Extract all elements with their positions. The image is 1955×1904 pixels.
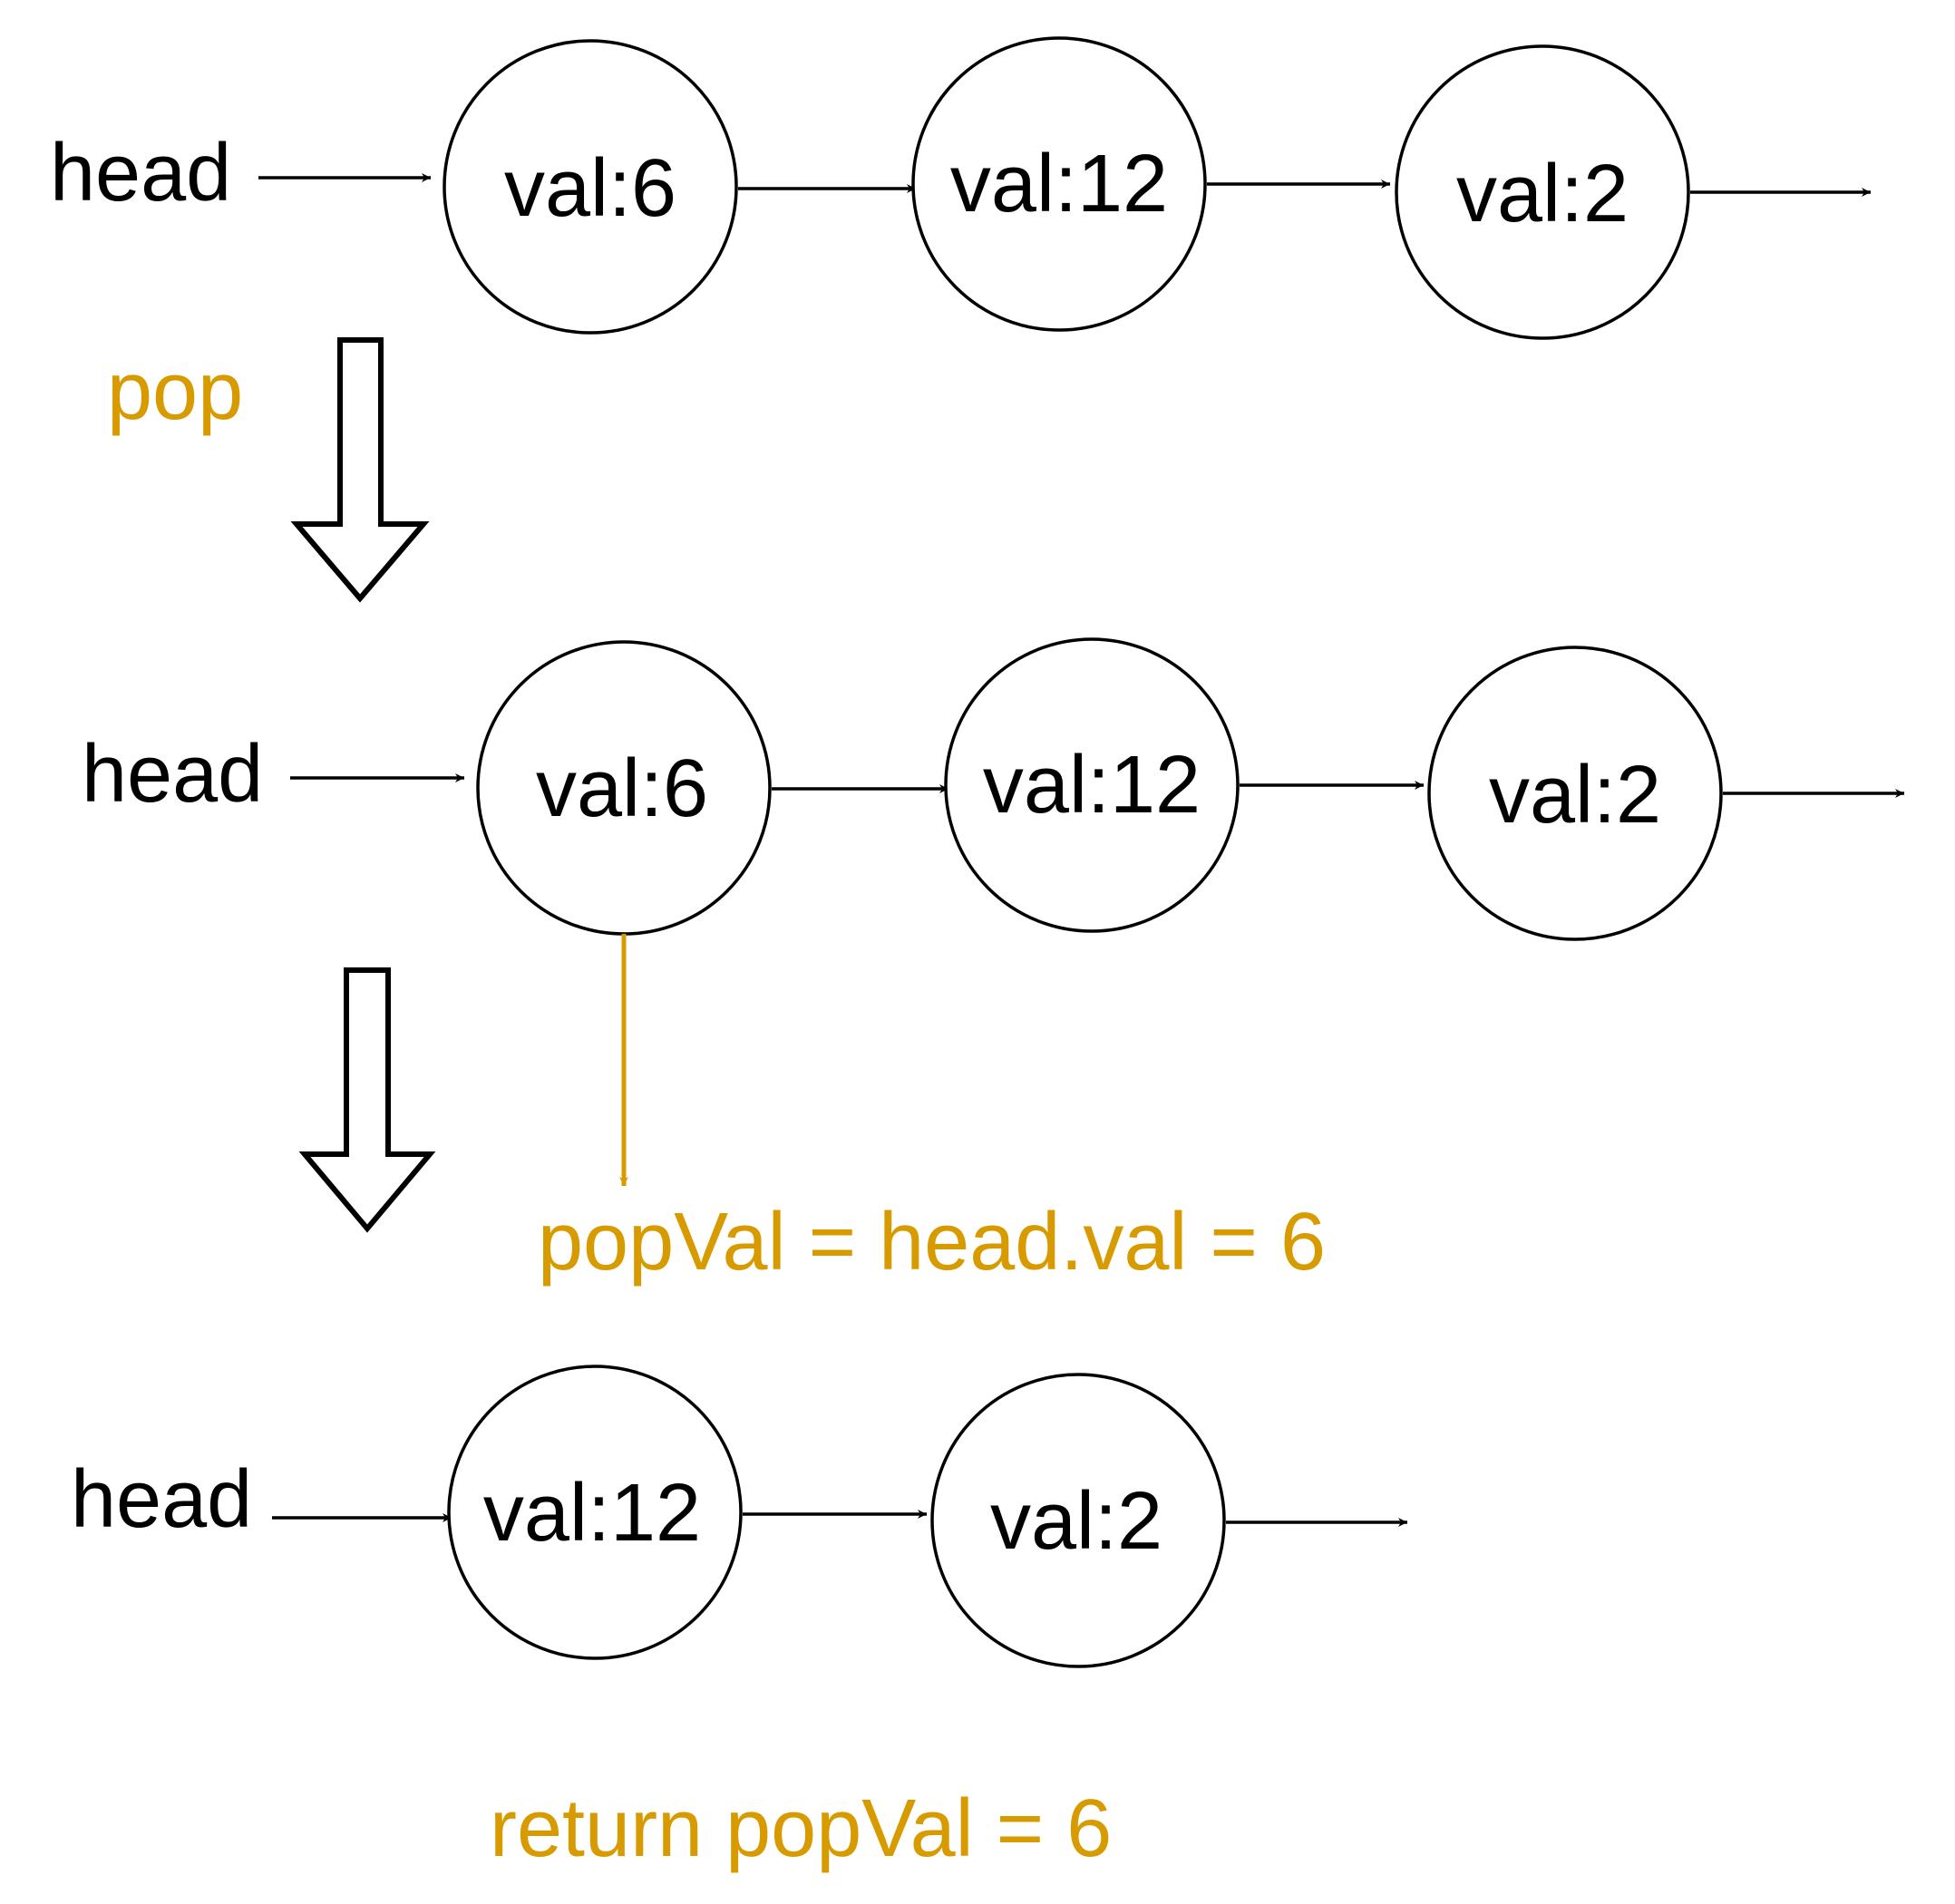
stage-1-node-3: [1395, 44, 1690, 340]
stage-2-node-2-label: val:12: [983, 740, 1201, 831]
stage-3-node-2-label: val:2: [990, 1476, 1162, 1567]
stage-3-node-2: [930, 1373, 1226, 1668]
pop-value-annotation: popVal = head.val = 6: [538, 1197, 1326, 1287]
transition-2-block-arrow: [298, 967, 436, 1233]
pop-operation-label: pop: [107, 346, 243, 437]
stage-2-list: head val:6 val:12 val:2: [82, 637, 1904, 941]
stage-1-node-1-label: val:6: [504, 143, 676, 234]
stage-3-node-1-label: val:12: [483, 1468, 701, 1559]
stage-2-node-2: [944, 637, 1240, 933]
transition-1-block-arrow: [290, 337, 430, 603]
stage-1-node-1: [443, 39, 738, 335]
stage-1-list: head val:6 val:12 val:2: [50, 36, 1871, 340]
stage-3-head-label: head: [71, 1454, 252, 1545]
stage-2-node-1-label: val:6: [536, 743, 708, 834]
stage-3-node-1: [447, 1365, 743, 1660]
return-value-label: return popVal = 6: [490, 1783, 1112, 1874]
stage-3-list: head val:12 val:2: [71, 1365, 1407, 1668]
stage-2-node-3-label: val:2: [1489, 750, 1661, 840]
stage-2-node-3: [1427, 646, 1723, 941]
stage-1-head-label: head: [50, 128, 231, 219]
stage-1-node-3-label: val:2: [1456, 149, 1629, 239]
stage-2-head-label: head: [82, 729, 263, 820]
stage-1-node-2: [911, 36, 1207, 332]
stage-1-node-2-label: val:12: [950, 139, 1168, 229]
